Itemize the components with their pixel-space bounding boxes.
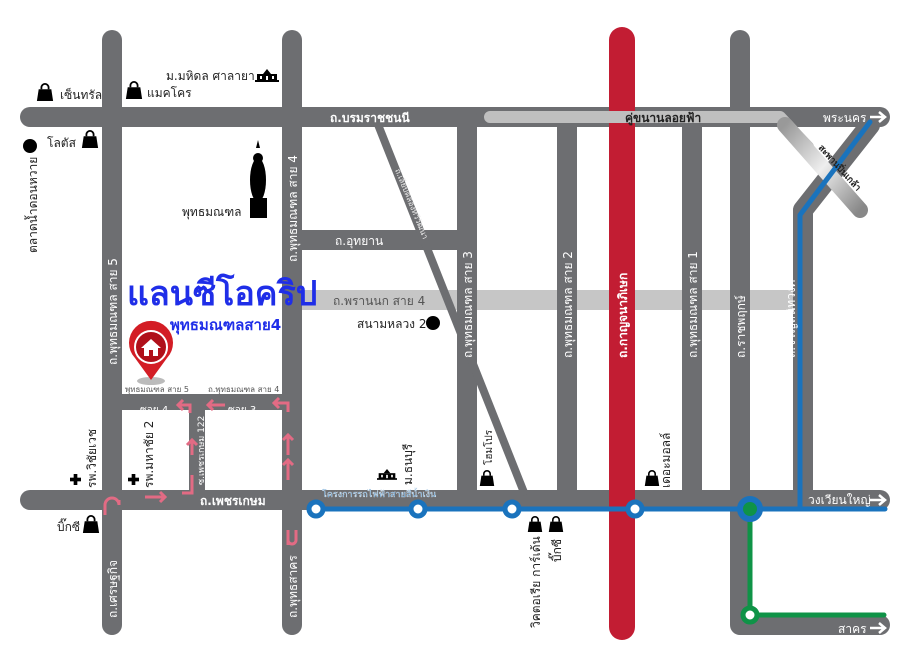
label-pm1: ถ.พุทธมณฑล สาย 1: [686, 251, 701, 358]
university-icon: [255, 69, 279, 82]
label-pm5: ถ.พุทธมณฑล สาย 5: [106, 258, 121, 365]
label-charansanitwong: ถ.จรัญสนิทวงศ์: [784, 279, 798, 358]
label-wongwian-yai: วงเวียนใหญ่: [808, 493, 871, 507]
arrow-right-icon: [870, 494, 887, 506]
shopping-bag-icon: [527, 515, 543, 533]
project-subtitle: พุทธมณฑลสาย4: [170, 316, 281, 335]
place-sanam-luang-2: สนามหลวง 2: [357, 317, 427, 331]
buddha-statue-icon: [250, 140, 267, 218]
route-arrows: [103, 396, 298, 546]
road-pinklao-bridge: [777, 117, 868, 218]
label-phutthasakhon: ถ.พุทธสาคร: [286, 555, 301, 618]
place-mahidol: ม.มหิดล ศาลายา: [166, 69, 255, 83]
label-pm3: ถ.พุทธมณฑล สาย 3: [461, 251, 476, 358]
label-setthakit: ถ.เศรษฐกิจ: [106, 560, 120, 618]
label-phrannok: ถ.พรานนก สาย 4: [333, 294, 425, 308]
blue-line-stations: [306, 496, 763, 625]
place-the-mall: เดอะมอลล์: [659, 433, 673, 488]
arrow-right-icon: [870, 111, 887, 123]
label-boromratchonnani: ถ.บรมราชชนนี: [330, 111, 410, 125]
label-phra-nakhon: พระนคร: [823, 111, 867, 125]
label-blue-line-project: โครงการรถไฟฟ้าสายสีน้ำเงิน: [322, 487, 436, 500]
label-sky-bridge: คู่ขนานลอยฟ้า: [625, 111, 701, 126]
university-icon: [377, 469, 397, 480]
place-wichaivej: รพ.วิชัยเวช: [85, 429, 99, 488]
dot-icon: [426, 316, 440, 330]
label-soi4: ซอย 4: [140, 405, 168, 416]
hospital-icon: [128, 474, 139, 485]
place-bigc-2: บิ๊กซี: [548, 539, 564, 562]
label-pm2: ถ.พุทธมณฑล สาย 2: [561, 251, 576, 358]
label-diagonal-road: ถ.เลียบคลองทวีวัฒนา: [393, 167, 430, 240]
green-line-route: [747, 506, 887, 618]
station: [740, 605, 760, 625]
label-pm4: ถ.พุทธมณฑล สาย 4: [286, 155, 301, 262]
shopping-bag-icon: [125, 81, 143, 99]
label-ratchaphruek: ถ.ราชพฤกษ์: [734, 295, 748, 358]
shopping-bag-icon: [644, 469, 660, 487]
label-soi-pm5: พุทธมณฑล สาย 5: [125, 385, 189, 394]
road-diagonal: [371, 115, 529, 497]
label-phetkasem: ถ.เพชรเกษม: [200, 494, 266, 508]
interchange-station: [737, 496, 763, 522]
road-ratchaphruek: [730, 30, 890, 635]
place-homepro: โฮมโปร: [482, 429, 495, 465]
shopping-bag-icon: [81, 130, 99, 148]
label-sakhon: สาคร: [838, 622, 867, 636]
arrow-right-icon: [870, 622, 887, 634]
place-lotus: โลตัส: [47, 136, 77, 150]
station: [408, 499, 428, 519]
label-utthayan: ถ.อุทยาน: [335, 234, 383, 249]
place-mahachai2: รพ.มหาชัย 2: [142, 421, 156, 488]
hospital-icon: [70, 474, 81, 485]
station: [625, 499, 645, 519]
place-makro: แมคโคร: [147, 86, 192, 100]
place-central: เซ็นทรัล: [60, 87, 102, 102]
station: [502, 499, 522, 519]
place-don-wai: ตลาดน้ำดอนหวาย: [24, 157, 40, 253]
project-title: แลนซีโอคริป: [127, 273, 317, 314]
shopping-bag-icon: [548, 515, 564, 533]
location-pin-icon[interactable]: [129, 320, 174, 385]
place-thonburi-univ: ม.ธนบุรี: [401, 443, 416, 485]
shopping-bag-icon: [479, 469, 495, 487]
home-icon: [141, 339, 161, 356]
shopping-bag-icon: [36, 83, 54, 101]
blue-line-branch: [797, 119, 873, 512]
place-bigc: บิ๊กซี: [57, 518, 80, 534]
place-victoria-garden: วิคตอเรีย การ์เด้น: [529, 536, 543, 628]
label-kanchanaphisek: ถ.กาญจนาภิเษก: [616, 273, 630, 358]
station: [306, 499, 326, 519]
shopping-bag-icon: [82, 515, 100, 533]
dot-icon: [23, 139, 37, 153]
label-soi3: ซอย 3: [228, 405, 256, 416]
place-phutthamonthon: พุทธมณฑล: [182, 205, 242, 220]
label-soi-pm4: ถ.พุทธมณฑล สาย 4: [208, 385, 279, 394]
label-phetkasem-122: ซ.เพชรเกษม 122: [197, 416, 207, 485]
